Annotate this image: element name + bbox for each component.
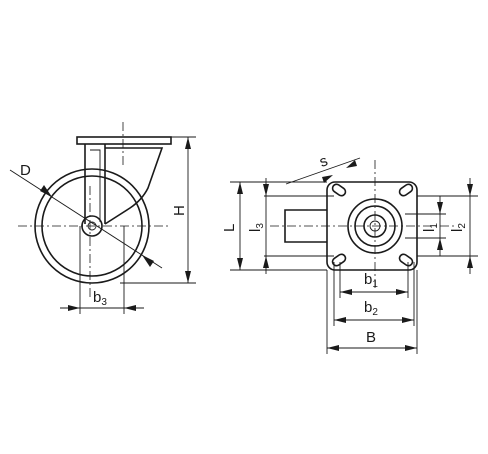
height-label: H: [171, 205, 188, 216]
arrow: [40, 185, 52, 197]
mounting-slot: [398, 183, 414, 197]
l1-label-sub: 1: [429, 223, 440, 229]
l1-label-base: l: [421, 229, 438, 232]
bearing-ring-outer: [347, 198, 403, 254]
side-view: D H b3: [9, 122, 196, 314]
b2-label: b2: [364, 299, 378, 318]
arrow: [185, 137, 191, 149]
wheel-outer: [34, 168, 150, 284]
arrow: [346, 160, 357, 168]
fork-inner-line: [90, 149, 101, 222]
top-plate: [76, 136, 172, 145]
fork-leg: [84, 144, 106, 224]
top-view: L l3 s l1 l2 b1: [221, 152, 478, 354]
length-label: L: [221, 224, 238, 232]
fork-arm: [284, 209, 327, 243]
arrow: [467, 184, 473, 196]
mounting-slot: [331, 183, 347, 197]
l3-label-base: l: [247, 229, 264, 232]
arrow: [185, 271, 191, 283]
width-b-label: B: [366, 329, 376, 346]
arrow: [402, 317, 414, 323]
mounting-slot: [331, 253, 347, 267]
arrow: [437, 202, 443, 214]
bearing-ring-inner: [363, 214, 387, 238]
b1-label: b1: [364, 271, 378, 290]
l3-label-sub: 3: [255, 223, 266, 229]
l2-label-sub: 2: [457, 223, 468, 229]
arrow: [237, 182, 243, 194]
b1-label-base: b: [364, 271, 372, 288]
l2-label: l2: [449, 223, 468, 232]
l2-label-base: l: [449, 229, 466, 232]
width-label: b3: [93, 289, 107, 308]
arrow: [237, 258, 243, 270]
b1-label-sub: 1: [372, 279, 378, 290]
arrow: [124, 305, 136, 311]
axle-hub: [81, 215, 103, 237]
l1-label: l1: [421, 223, 440, 232]
arrow: [142, 255, 154, 267]
diameter-dimension-line: [9, 169, 163, 269]
diameter-label: D: [20, 162, 31, 179]
arrow: [340, 289, 352, 295]
l3-label: l3: [247, 223, 266, 232]
mounting-plate: [326, 181, 418, 271]
axle: [87, 221, 97, 231]
arrow: [322, 175, 333, 183]
arrow: [334, 317, 346, 323]
width-label-sub: 3: [101, 297, 107, 308]
b2-label-base: b: [364, 299, 372, 316]
arrow: [263, 256, 269, 268]
arrow: [405, 345, 417, 351]
king-pin: [369, 220, 381, 232]
arrow: [327, 345, 339, 351]
thread-leader-line: [285, 157, 361, 185]
b2-label-sub: 2: [372, 307, 378, 318]
bearing-ring: [354, 205, 396, 247]
width-label-base: b: [93, 289, 101, 306]
thread-label: s: [317, 152, 330, 171]
arrow: [263, 184, 269, 196]
arrow: [467, 256, 473, 268]
arrow: [437, 238, 443, 250]
wheel-rim: [41, 175, 143, 277]
mounting-slot: [398, 253, 414, 267]
arrow: [396, 289, 408, 295]
arrow: [68, 305, 80, 311]
